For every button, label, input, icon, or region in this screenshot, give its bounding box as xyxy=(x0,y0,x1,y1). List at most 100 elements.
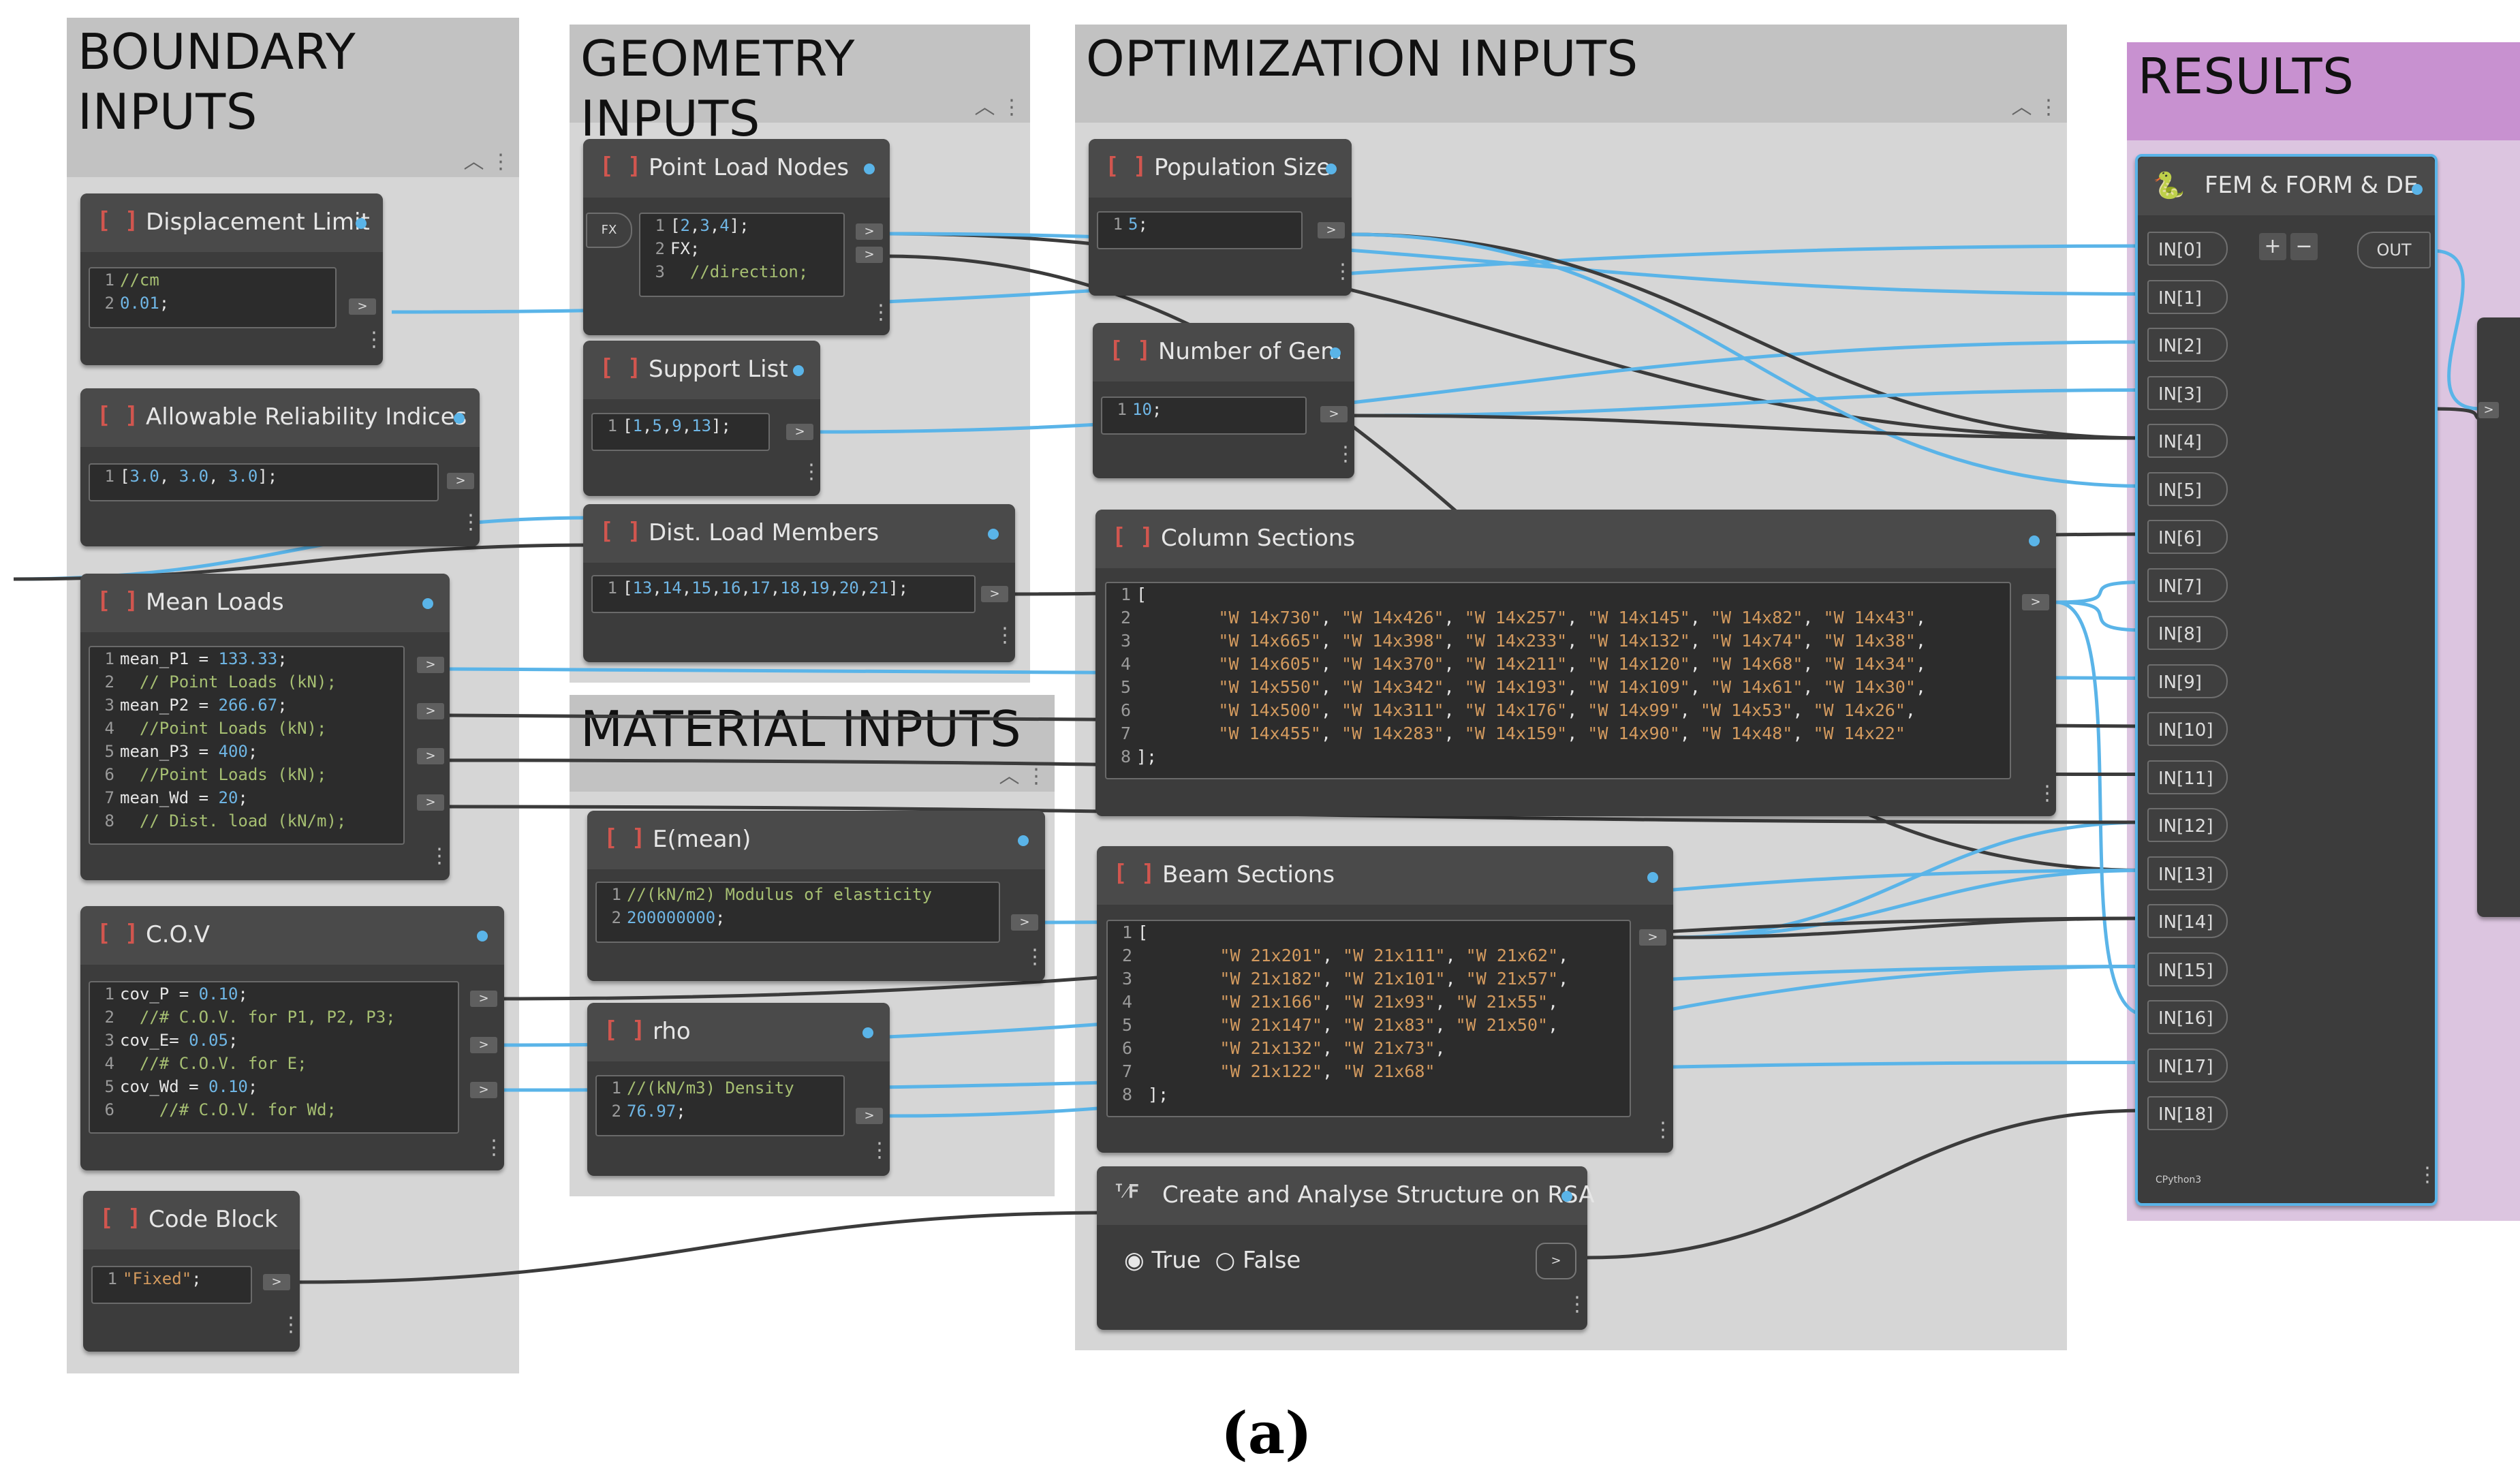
node-allowable-reliability-indices[interactable]: [ ]Allowable Reliability Indices 1[3.0, … xyxy=(80,388,481,546)
input-port-17[interactable]: IN[17] xyxy=(2147,1048,2228,1083)
node-menu-icon[interactable]: ⋮ xyxy=(2037,781,2057,805)
output-port[interactable]: > xyxy=(856,223,883,240)
input-port-2[interactable]: IN[2] xyxy=(2147,328,2228,362)
wire-connector[interactable] xyxy=(299,1211,1111,1284)
output-port[interactable]: > xyxy=(417,748,444,764)
input-port-13[interactable]: IN[13] xyxy=(2147,856,2228,890)
output-port[interactable]: > xyxy=(470,1082,497,1098)
output-port[interactable]: > xyxy=(263,1274,290,1290)
input-port-16[interactable]: IN[16] xyxy=(2147,1000,2228,1034)
output-port[interactable]: > xyxy=(2022,594,2049,610)
node-menu-icon[interactable]: ⋮ xyxy=(801,460,822,484)
output-port[interactable]: > xyxy=(470,1037,497,1053)
collapse-icon[interactable]: ︿ ⋮ xyxy=(974,95,1022,119)
wire-connector[interactable] xyxy=(1350,232,2145,440)
node-menu-icon[interactable]: ⋮ xyxy=(1025,945,1045,969)
node-column-sections[interactable]: [ ]Column Sections 1[2 "W 14x730", "W 14… xyxy=(1095,510,2057,816)
output-port[interactable]: > xyxy=(349,298,376,315)
code-editor[interactable]: 1[2 "W 14x730", "W 14x426", "W 14x257", … xyxy=(1105,582,2011,779)
collapse-icon[interactable]: ︿ ⋮ xyxy=(463,150,511,174)
radio-false[interactable]: ○ False xyxy=(1215,1247,1301,1274)
input-port-7[interactable]: IN[7] xyxy=(2147,568,2228,602)
node-menu-icon[interactable]: ⋮ xyxy=(429,844,450,868)
output-port[interactable]: > xyxy=(447,473,474,489)
wire-connector[interactable] xyxy=(2055,600,2145,1016)
node-fem-form-de[interactable]: 🐍FEM & FORM & DE IN[0]IN[1]IN[2]IN[3]IN[… xyxy=(2135,154,2438,1206)
input-port-11[interactable]: IN[11] xyxy=(2147,760,2228,794)
input-port-3[interactable]: IN[3] xyxy=(2147,375,2228,410)
code-editor[interactable]: 1[2 "W 21x201", "W 21x111", "W 21x62",3 … xyxy=(1106,920,1631,1117)
node-menu-icon[interactable]: ⋮ xyxy=(1335,442,1356,466)
code-editor[interactable]: 1[13,14,15,16,17,18,19,20,21]; xyxy=(591,575,976,613)
collapse-icon[interactable]: ︿ ⋮ xyxy=(999,764,1046,788)
node-menu-icon[interactable]: ⋮ xyxy=(1653,1118,1673,1142)
node-support-list[interactable]: [ ]Support List 1[1,5,9,13]; > ⋮ xyxy=(583,341,822,496)
node-menu-icon[interactable]: ⋮ xyxy=(461,510,481,534)
code-editor[interactable]: 1[3.0, 3.0, 3.0]; xyxy=(89,463,439,501)
wire-connector[interactable] xyxy=(1354,414,2145,440)
node-menu-icon[interactable]: ⋮ xyxy=(484,1136,504,1160)
input-port-8[interactable]: IN[8] xyxy=(2147,616,2228,650)
wire-connector[interactable] xyxy=(1673,869,2145,939)
code-editor[interactable]: 1[1,5,9,13]; xyxy=(591,413,770,451)
radio-true[interactable]: ◉ True xyxy=(1124,1247,1201,1274)
input-port-10[interactable]: IN[10] xyxy=(2147,712,2228,746)
output-port[interactable]: > xyxy=(417,703,444,719)
output-port[interactable]: > xyxy=(1639,929,1666,946)
wire-connector[interactable] xyxy=(2055,600,2145,632)
wire-connector[interactable] xyxy=(1673,820,2145,939)
input-port-0[interactable]: IN[0] xyxy=(2147,232,2228,266)
input-port-14[interactable]: IN[14] xyxy=(2147,904,2228,938)
add-input-button[interactable]: + xyxy=(2259,233,2286,260)
input-port-12[interactable]: IN[12] xyxy=(2147,808,2228,842)
wire-connector[interactable] xyxy=(1587,1108,2145,1260)
node-e-mean[interactable]: [ ]E(mean) 1//(kN/m2) Modulus of elastic… xyxy=(587,811,1045,981)
input-port-9[interactable]: IN[9] xyxy=(2147,664,2228,698)
wire-connector[interactable] xyxy=(1350,232,2145,488)
node-menu-icon[interactable]: ⋮ xyxy=(1333,260,1353,283)
node-menu-icon[interactable]: ⋮ xyxy=(2417,1163,2438,1187)
output-port[interactable]: > xyxy=(786,424,813,440)
input-port[interactable]: > xyxy=(2478,402,2499,418)
wire-connector[interactable] xyxy=(2055,580,2145,604)
node-dist-load-members[interactable]: [ ]Dist. Load Members 1[13,14,15,16,17,1… xyxy=(583,504,1015,662)
output-port[interactable]: > xyxy=(1318,222,1345,238)
node-menu-icon[interactable]: ⋮ xyxy=(995,623,1015,647)
output-port[interactable]: > xyxy=(1011,914,1038,931)
input-port-1[interactable]: IN[1] xyxy=(2147,279,2228,314)
fx-input-port[interactable]: FX xyxy=(586,213,632,248)
output-port[interactable]: > xyxy=(1536,1243,1576,1279)
output-port[interactable]: > xyxy=(470,991,497,1007)
node-menu-icon[interactable]: ⋮ xyxy=(871,300,891,324)
input-port-15[interactable]: IN[15] xyxy=(2147,952,2228,986)
node-menu-icon[interactable]: ⋮ xyxy=(281,1313,301,1337)
node-beam-sections[interactable]: [ ]Beam Sections 1[2 "W 21x201", "W 21x1… xyxy=(1097,846,1673,1153)
input-port-5[interactable]: IN[5] xyxy=(2147,471,2228,506)
node-menu-icon[interactable]: ⋮ xyxy=(1567,1292,1587,1316)
output-port-out[interactable]: OUT xyxy=(2357,232,2431,268)
wire-connector[interactable] xyxy=(1354,388,2145,418)
wire-connector[interactable] xyxy=(820,340,2145,434)
input-port-4[interactable]: IN[4] xyxy=(2147,424,2228,458)
output-port[interactable]: > xyxy=(417,657,444,673)
boolean-toggle[interactable]: ◉ True ○ False xyxy=(1124,1247,1301,1274)
input-port-18[interactable]: IN[18] xyxy=(2147,1096,2228,1130)
output-port[interactable]: > xyxy=(856,247,883,263)
output-port[interactable]: > xyxy=(981,586,1008,602)
wire-connector[interactable] xyxy=(2431,249,2480,411)
input-port-6[interactable]: IN[6] xyxy=(2147,520,2228,554)
node-menu-icon[interactable]: ⋮ xyxy=(364,328,384,352)
